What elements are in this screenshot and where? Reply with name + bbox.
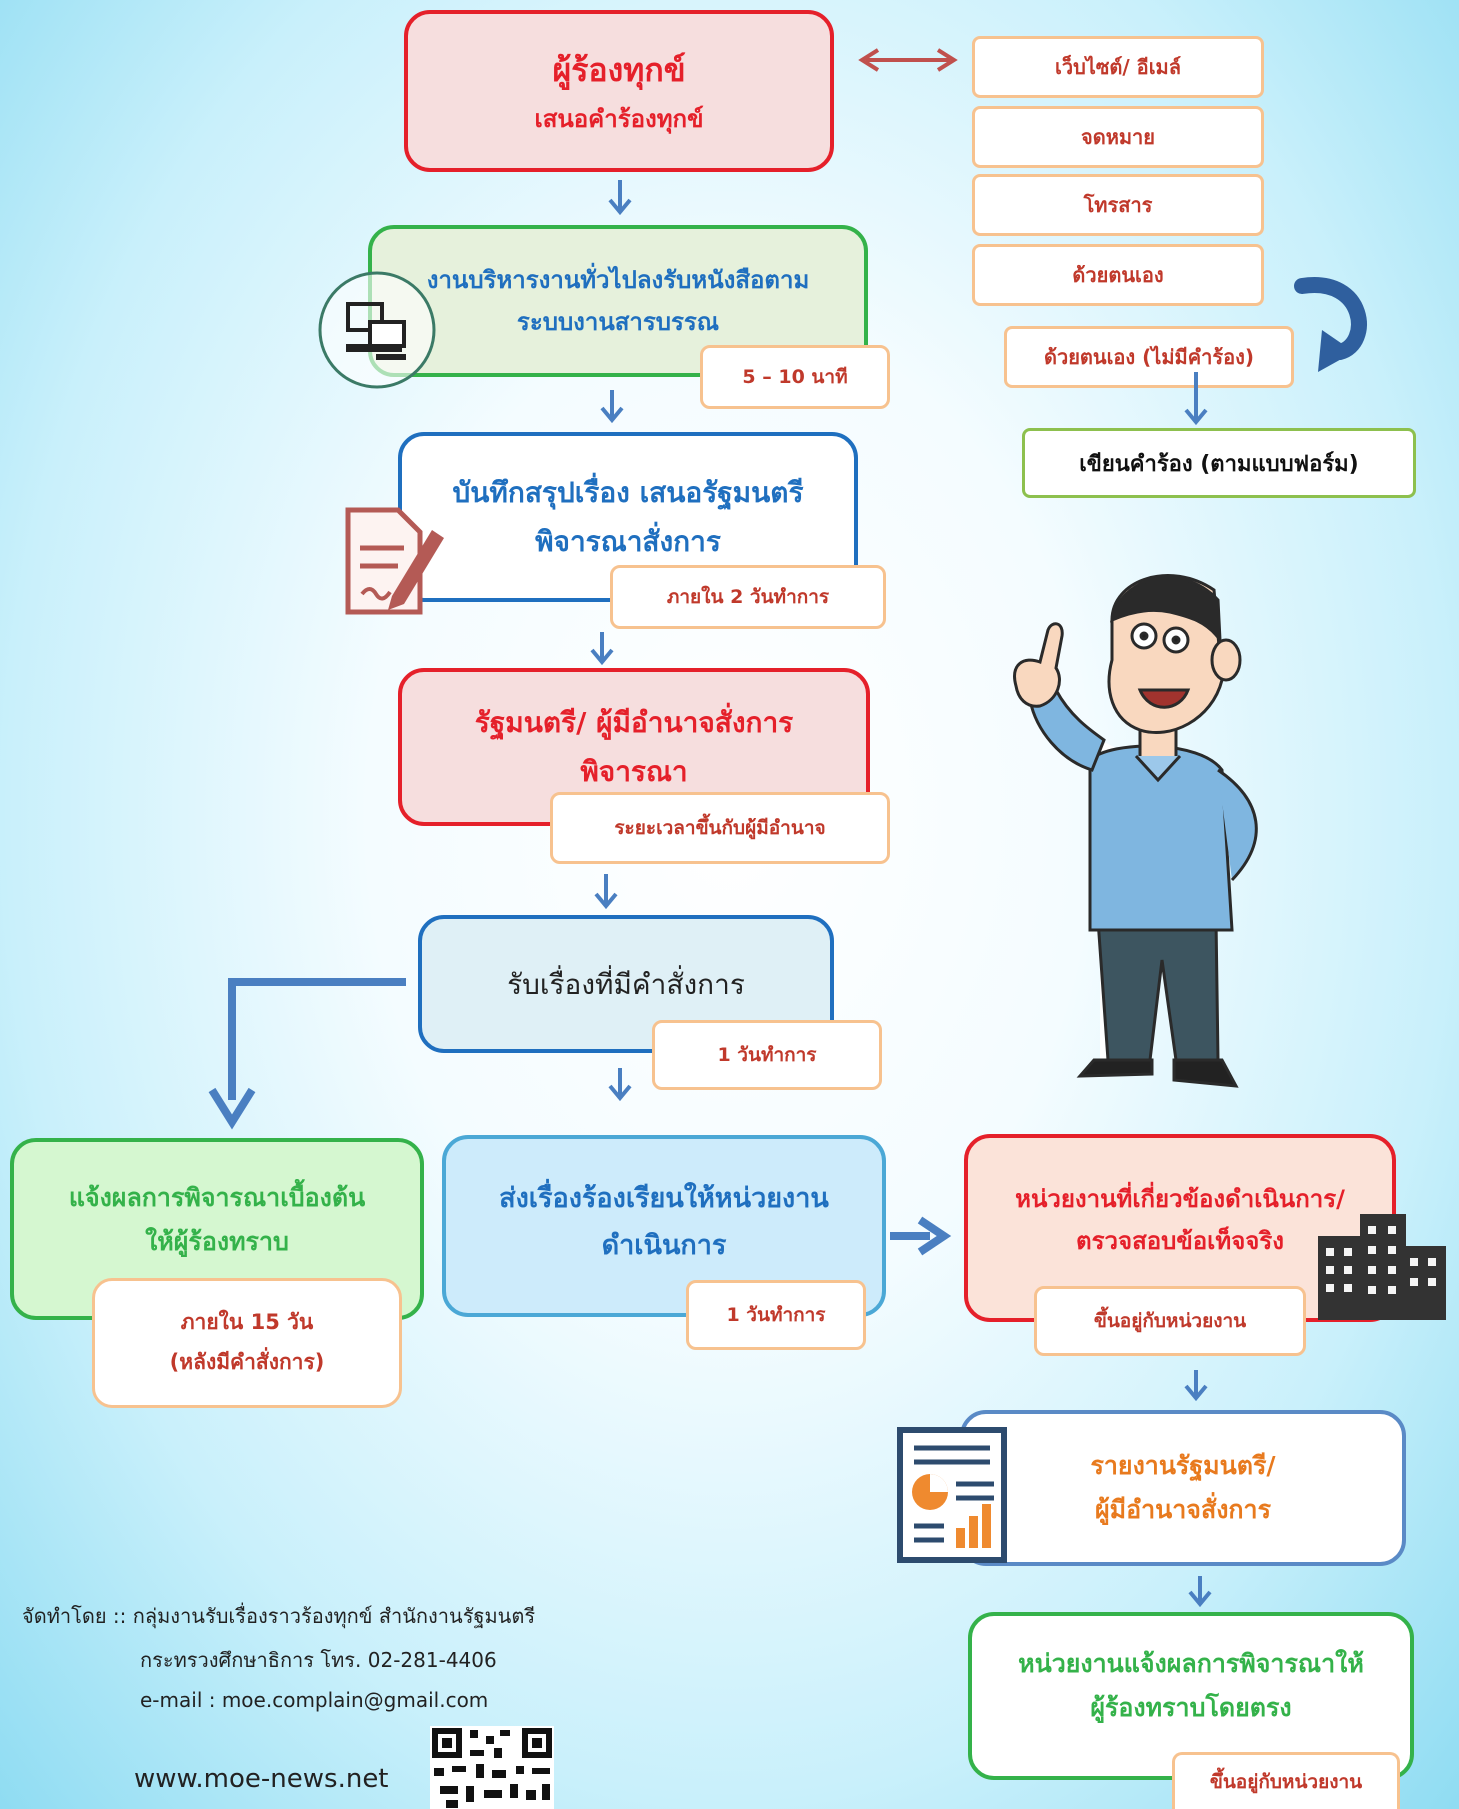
record-line2: พิจารณาสั่งการ	[535, 525, 721, 558]
notify-initial-line2: ให้ผู้ร้องทราบ	[145, 1226, 289, 1256]
write-form-box: เขียนคำร้อง (ตามแบบฟอร์ม)	[1022, 428, 1416, 498]
report-chart-icon	[897, 1427, 1007, 1563]
notify-initial-time-tag: ภายใน 15 วัน (หลังมีคำสั่งการ)	[92, 1278, 402, 1408]
footer-email[interactable]: e-mail : moe.complain@gmail.com	[140, 1688, 489, 1712]
register-line1: งานบริหารงานทั่วไปลงรับหนังสือตาม	[426, 266, 810, 294]
qr-code-icon	[430, 1726, 554, 1809]
arrow-down-4	[594, 874, 618, 910]
receive-line1: รับเรื่องที่มีคำสั่งการ	[507, 967, 745, 1001]
curved-arrow-icon	[1294, 277, 1367, 372]
notify-initial-time2: (หลังมีคำสั่งการ)	[169, 1350, 325, 1374]
report-line2: ผู้มีอำนาจสั่งการ	[1094, 1495, 1272, 1524]
agency-line1: หน่วยงานที่เกี่ยวข้องดำเนินการ/	[1015, 1185, 1345, 1213]
channel-in-person-label: ด้วยตนเอง	[1072, 263, 1164, 287]
arrow-right-head	[917, 1216, 952, 1256]
arrow-down-3	[590, 632, 614, 666]
notify-initial-time1: ภายใน 15 วัน	[180, 1310, 314, 1335]
write-form-label: เขียนคำร้อง (ตามแบบฟอร์ม)	[1079, 451, 1359, 477]
minister-time-tag: ระยะเวลาขึ้นกับผู้มีอำนาจ	[550, 792, 890, 864]
agency-line2: ตรวจสอบข้อเท็จจริง	[1076, 1227, 1284, 1255]
agency-notify-time-tag: ขึ้นอยู่กับหน่วยงาน	[1172, 1752, 1400, 1809]
channel-fax-label: โทรสาร	[1083, 193, 1153, 217]
minister-line1: รัฐมนตรี/ ผู้มีอำนาจสั่งการ	[474, 706, 794, 739]
register-time-tag: 5 – 10 นาที	[700, 345, 890, 409]
channel-fax: โทรสาร	[972, 174, 1264, 236]
agency-time: ขึ้นอยู่กับหน่วยงาน	[1093, 1309, 1247, 1332]
receive-time-tag: 1 วันทำการ	[652, 1020, 882, 1090]
forward-time: 1 วันทำการ	[726, 1303, 826, 1326]
double-arrow-left-head	[858, 48, 880, 72]
forward-time-tag: 1 วันทำการ	[686, 1280, 866, 1350]
footer-producer: จัดทำโดย :: กลุ่มงานรับเรื่องราวร้องทุกข…	[22, 1604, 536, 1628]
arrow-down-6	[1184, 372, 1208, 426]
arrow-down-5	[608, 1068, 632, 1102]
record-time-tag: ภายใน 2 วันทำการ	[610, 565, 886, 629]
forward-line1: ส่งเรื่องร้องเรียนให้หน่วยงาน	[499, 1183, 829, 1214]
agency-notify-time: ขึ้นอยู่กับหน่วยงาน	[1209, 1770, 1363, 1793]
minister-line2: พิจารณา	[580, 755, 688, 788]
record-time: ภายใน 2 วันทำการ	[666, 585, 830, 608]
channel-website-label: เว็บไซต์/ อีเมล์	[1055, 55, 1181, 79]
elbow-arrow-head	[208, 1087, 256, 1130]
elbow-arrow	[228, 978, 406, 1100]
document-sign-icon	[345, 507, 444, 615]
arrow-down-8	[1188, 1576, 1212, 1608]
channel-letter-label: จดหมาย	[1080, 125, 1156, 149]
complainant-title: ผู้ร้องทุกข์	[552, 51, 686, 89]
register-line2: ระบบงานสารบรรณ	[516, 308, 720, 336]
report-line1: รายงานรัฐมนตรี/	[1090, 1451, 1276, 1481]
flow-arrows	[590, 180, 1212, 1608]
channel-website: เว็บไซต์/ อีเมล์	[972, 36, 1264, 98]
arrow-down-1	[608, 180, 632, 216]
footer-ministry: กระทรวงศึกษาธิการ โทร. 02-281-4406	[140, 1648, 497, 1672]
complainant-subtitle: เสนอคำร้องทุกข์	[534, 105, 704, 133]
computer-icon	[318, 271, 436, 389]
cartoon-man-illustration	[1013, 574, 1258, 1088]
agency-notify-line2: ผู้ร้องทราบโดยตรง	[1090, 1692, 1292, 1722]
building-icon	[1318, 1214, 1446, 1320]
register-time: 5 – 10 นาที	[742, 365, 848, 388]
agency-notify-line1: หน่วยงานแจ้งผลการพิจารณาให้	[1018, 1649, 1364, 1678]
arrow-down-7	[1184, 1370, 1208, 1402]
double-arrow-right-head	[936, 48, 958, 72]
record-line1: บันทึกสรุปเรื่อง เสนอรัฐมนตรี	[452, 476, 804, 509]
minister-time: ระยะเวลาขึ้นกับผู้มีอำนาจ	[614, 816, 826, 839]
notify-initial-line1: แจ้งผลการพิจารณาเบื้องต้น	[68, 1183, 366, 1212]
channel-in-person: ด้วยตนเอง	[972, 244, 1264, 306]
footer-website[interactable]: www.moe-news.net	[134, 1764, 389, 1794]
report-box: รายงานรัฐมนตรี/ ผู้มีอำนาจสั่งการ	[960, 1410, 1406, 1566]
arrow-down-2	[600, 390, 624, 424]
channel-in-person-no-form: ด้วยตนเอง (ไม่มีคำร้อง)	[1004, 326, 1294, 388]
complainant-box: ผู้ร้องทุกข์ เสนอคำร้องทุกข์	[404, 10, 834, 172]
channel-in-person-no-form-label: ด้วยตนเอง (ไม่มีคำร้อง)	[1043, 345, 1254, 369]
forward-line2: ดำเนินการ	[601, 1230, 727, 1262]
agency-time-tag: ขึ้นอยู่กับหน่วยงาน	[1034, 1286, 1306, 1356]
receive-time: 1 วันทำการ	[717, 1043, 817, 1066]
receive-box: รับเรื่องที่มีคำสั่งการ	[418, 915, 834, 1053]
channel-letter: จดหมาย	[972, 106, 1264, 168]
